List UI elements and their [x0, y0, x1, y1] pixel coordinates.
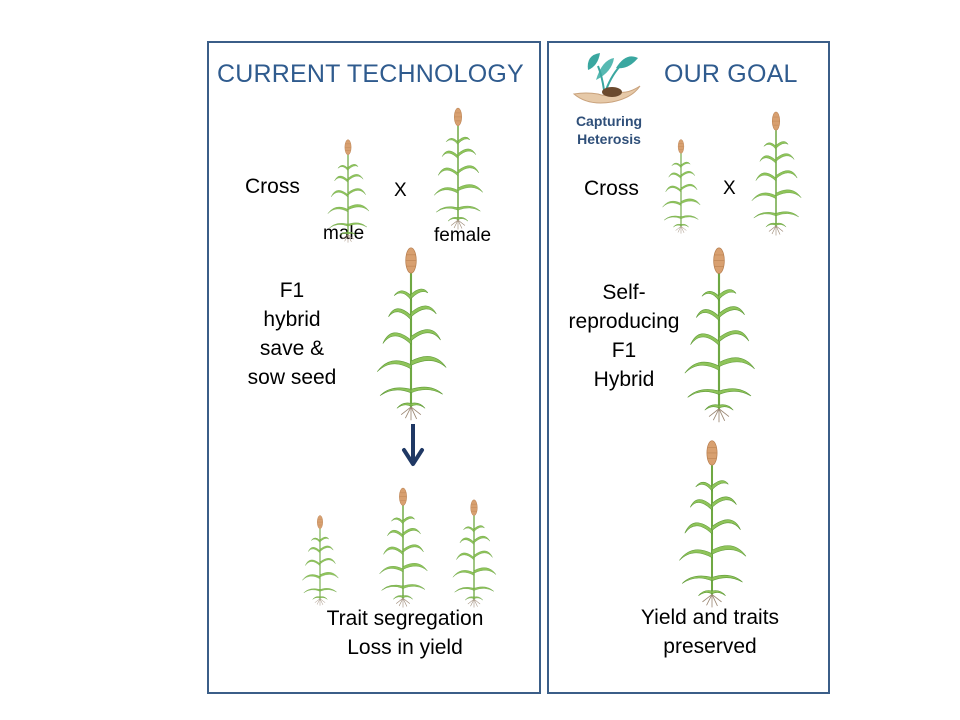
right-result-line: preserved [663, 635, 757, 658]
left-result-line: Loss in yield [347, 636, 463, 659]
left-cross-x: X [394, 180, 407, 201]
segregant-plant-small-image [301, 514, 339, 607]
f1-hybrid-plant-image [376, 246, 448, 422]
preserved-plant-image [678, 439, 748, 609]
our-goal-panel [547, 41, 830, 694]
capturing-heterosis-logo-icon [572, 53, 641, 104]
segregant-plant-medium-image [452, 499, 497, 609]
male-parent-plant-image [327, 139, 370, 244]
right-result-line: Yield and traits [640, 606, 780, 629]
logo-text: Capturing Heterosis [568, 112, 650, 148]
left-cross-label: Cross [245, 175, 300, 198]
left-result-line: Trait segregation [326, 607, 484, 630]
left-result-description: Trait segregation Loss in yield [300, 604, 510, 662]
right-f1-line: Hybrid [593, 368, 655, 391]
current-technology-title: CURRENT TECHNOLOGY [217, 60, 524, 88]
right-f1-description: Self- reproducing F1 Hybrid [564, 278, 684, 394]
left-f1-description: F1 hybrid save & sow seed [237, 276, 347, 392]
logo-text-line: Heterosis [577, 131, 641, 147]
right-cross-x: X [723, 178, 736, 199]
right-f1-line: reproducing [568, 310, 680, 333]
left-f1-line: save & [259, 337, 325, 360]
left-f1-line: hybrid [263, 308, 321, 331]
right-cross-label: Cross [584, 177, 639, 200]
right-f1-line: Self- [602, 281, 646, 304]
right-parent-plant-2-image [751, 111, 802, 237]
left-f1-line: F1 [279, 279, 305, 302]
right-parent-plant-1-image [661, 138, 701, 235]
down-arrow-icon [402, 424, 424, 466]
our-goal-title: OUR GOAL [664, 60, 798, 88]
logo-text-line: Capturing [575, 113, 643, 129]
right-f1-line: F1 [611, 339, 637, 362]
current-technology-panel [207, 41, 541, 694]
segregant-plant-large-image [378, 487, 429, 609]
left-f1-line: sow seed [247, 366, 337, 389]
female-label: female [434, 225, 492, 246]
right-result-description: Yield and traits preserved [610, 603, 810, 661]
female-parent-plant-image [433, 107, 484, 231]
